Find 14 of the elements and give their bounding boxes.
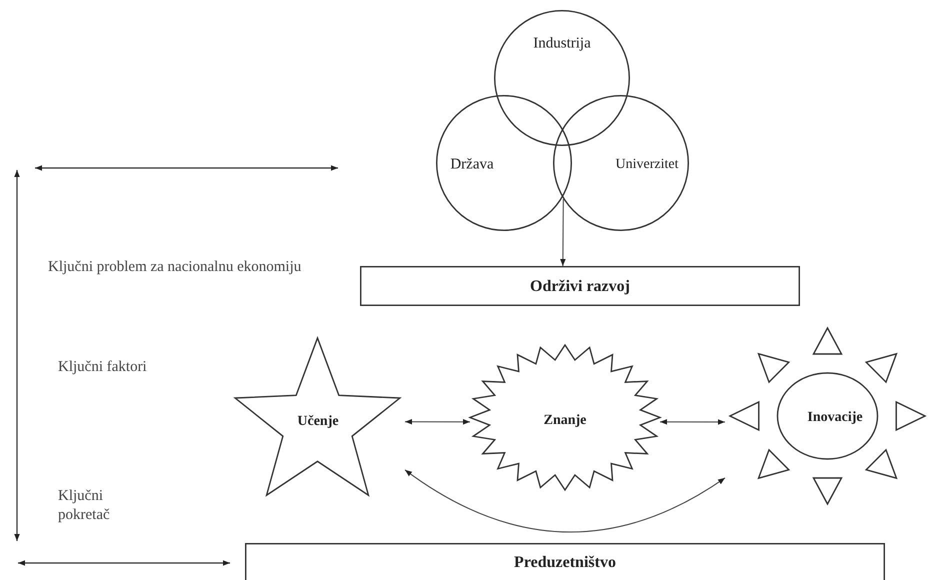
arrow <box>660 419 726 425</box>
side-label: Ključni problem za nacionalnu ekonomiju <box>48 258 302 277</box>
side-label: Ključni pokretač <box>58 487 111 525</box>
node-label: Održivi razvoj <box>530 278 630 296</box>
node-label: Univerzitet <box>616 157 678 173</box>
node-label: Država <box>450 156 494 174</box>
arrow <box>404 418 470 425</box>
node-label: Učenje <box>297 414 339 430</box>
node-label: Preduzetništvo <box>514 554 616 572</box>
node-label: Inovacije <box>807 410 863 426</box>
node-label: Industrija <box>533 36 591 52</box>
side-label: Ključni faktori <box>58 358 148 377</box>
node-label: Znanje <box>544 413 586 429</box>
arrow <box>404 469 726 532</box>
